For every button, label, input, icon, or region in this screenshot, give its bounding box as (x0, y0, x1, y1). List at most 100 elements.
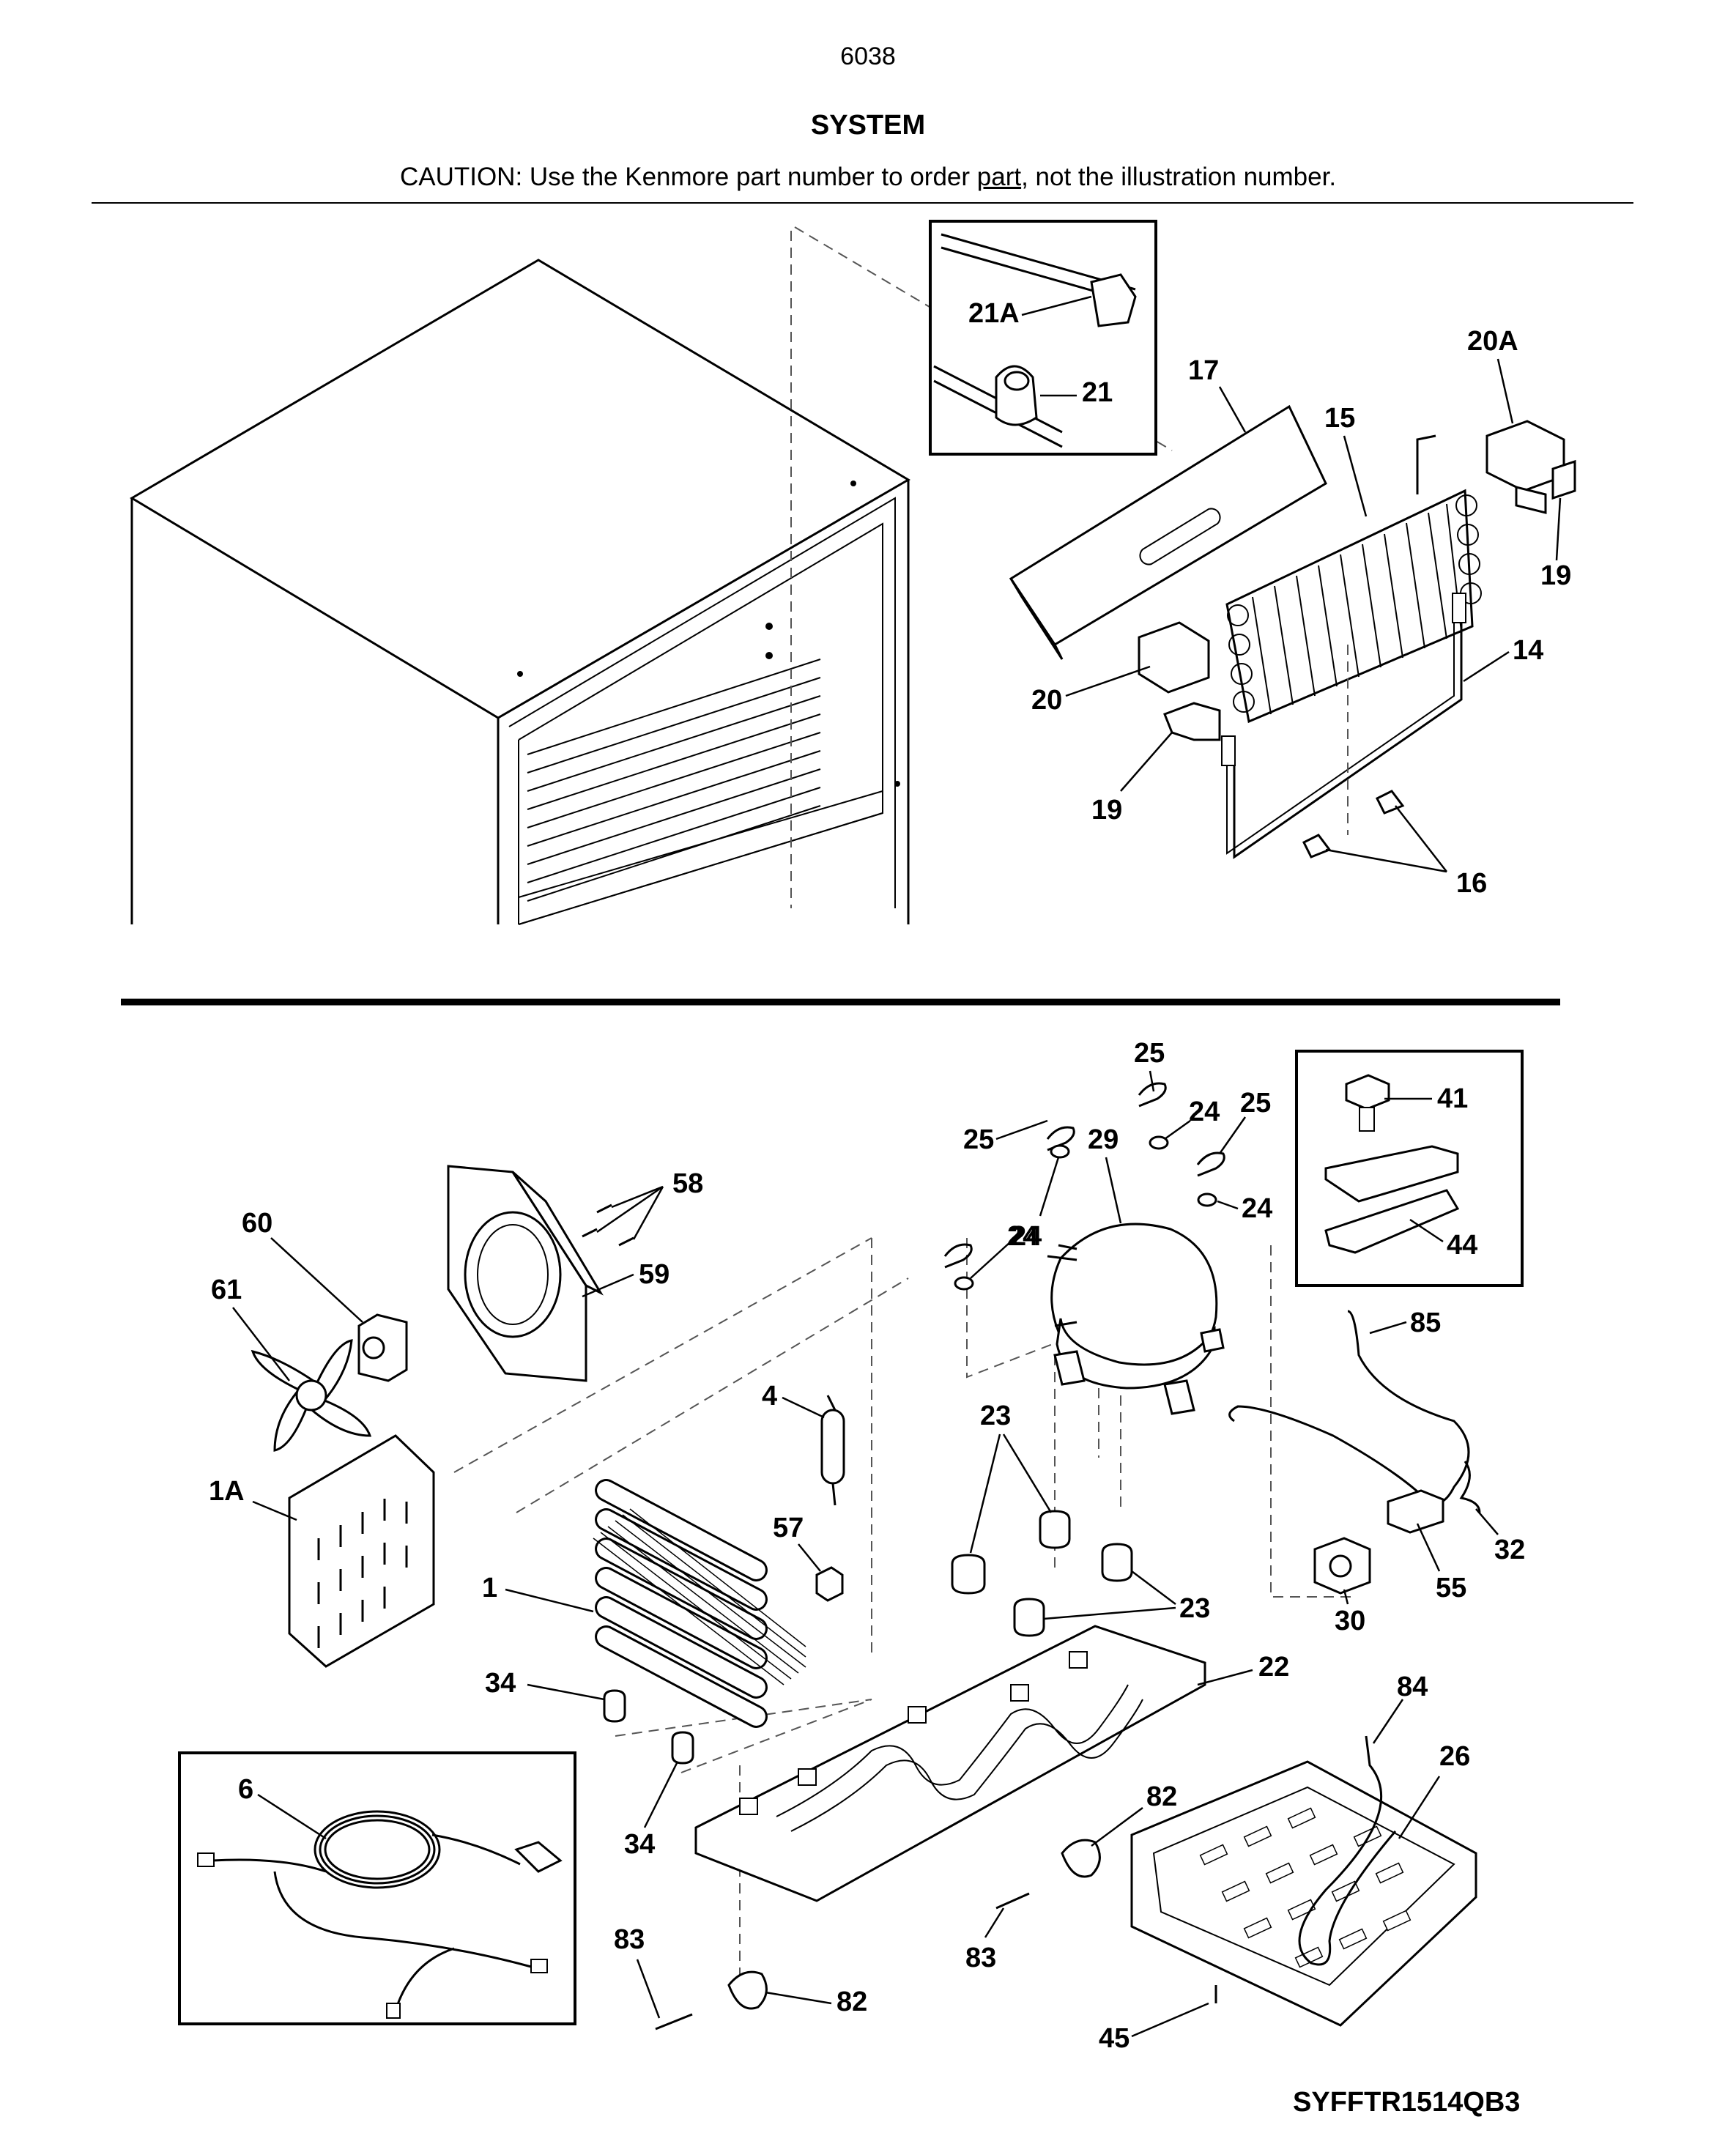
svg-text:30: 30 (1335, 1606, 1365, 1636)
svg-text:57: 57 (773, 1513, 804, 1543)
callout-23-upper: 23 (969, 1401, 1053, 1554)
callout-1A: 1A (209, 1476, 297, 1521)
inset-box-41 (1295, 1050, 1524, 1287)
callout-60: 60 (242, 1208, 363, 1323)
callout-1: 1 (482, 1573, 594, 1613)
evaporator-clip-19-upper (1515, 459, 1576, 514)
callout-55: 55 (1416, 1523, 1466, 1603)
callout-24-right: 24 (1217, 1193, 1272, 1224)
svg-text:25: 25 (1134, 1038, 1165, 1069)
svg-text:19: 19 (1540, 560, 1571, 591)
svg-text:83: 83 (614, 1924, 645, 1955)
svg-text:41: 41 (1437, 1083, 1468, 1114)
fan-blade (251, 1339, 372, 1452)
mounting-clip-57 (815, 1566, 844, 1602)
roller-screws (655, 1892, 1217, 2030)
callout-20: 20 (1031, 665, 1151, 716)
callout-24-mid: 24 (1011, 1157, 1060, 1252)
fan-motor (357, 1313, 408, 1382)
svg-text:84: 84 (1397, 1672, 1428, 1702)
overload-protector (1387, 1489, 1444, 1534)
callout-57: 57 (773, 1513, 821, 1572)
condenser-coil (593, 1479, 806, 1728)
callout-83-right: 83 (965, 1907, 1005, 1973)
callout-85: 85 (1369, 1308, 1441, 1338)
svg-text:44: 44 (1447, 1230, 1477, 1261)
svg-text:23: 23 (1179, 1593, 1210, 1624)
callout-45: 45 (1099, 2002, 1209, 2054)
callout-34-lower: 34 (624, 1761, 679, 1860)
svg-text:45: 45 (1099, 2023, 1129, 2054)
callout-25-left: 25 (963, 1119, 1048, 1155)
inset-box-6 (178, 1751, 576, 2025)
page-number: 6038 (840, 42, 896, 70)
section-title: SYSTEM (810, 110, 926, 141)
svg-text:4: 4 (762, 1381, 777, 1412)
evaporator (1225, 434, 1482, 724)
svg-text:24: 24 (1242, 1193, 1272, 1224)
svg-text:15: 15 (1324, 403, 1355, 434)
svg-text:1: 1 (482, 1573, 497, 1603)
svg-text:34: 34 (624, 1829, 655, 1860)
svg-text:32: 32 (1494, 1535, 1525, 1565)
callout-17: 17 (1188, 355, 1247, 433)
inset-box-21 (929, 220, 1157, 456)
svg-text:16: 16 (1456, 868, 1487, 899)
callout-58: 58 (596, 1168, 703, 1240)
drain-trough (1009, 404, 1327, 660)
callout-44: 44 (1409, 1218, 1477, 1261)
filter-dryer (820, 1395, 845, 1506)
compressor-grommets (951, 1510, 1133, 1637)
svg-text:26: 26 (1439, 1741, 1470, 1772)
svg-text:25: 25 (963, 1124, 994, 1155)
callout-41: 41 (1384, 1083, 1468, 1114)
callout-29: 29 (1088, 1124, 1122, 1224)
heater-clips (1302, 790, 1405, 858)
callout-21: 21 (1040, 377, 1113, 408)
callout-61: 61 (211, 1275, 290, 1381)
caution-note: CAUTION: Use the Kenmore part number to … (0, 163, 1736, 192)
evaporator-end-block-20 (1138, 621, 1210, 694)
svg-text:82: 82 (837, 1987, 867, 2017)
svg-text:14: 14 (1513, 635, 1543, 666)
callout-34-left: 34 (485, 1668, 605, 1701)
shroud-screws (582, 1203, 634, 1247)
svg-text:29: 29 (1088, 1124, 1119, 1155)
callout-14: 14 (1463, 635, 1543, 683)
fan-shroud (447, 1165, 604, 1382)
svg-text:24: 24 (1007, 1221, 1038, 1252)
evaporator-clip-19-lower (1163, 702, 1221, 741)
svg-text:25: 25 (1240, 1088, 1271, 1119)
defrost-heater (1221, 593, 1466, 859)
compressor-washers (954, 1135, 1217, 1291)
diagram-code: SYFFTR1514QB3 (1293, 2087, 1520, 2118)
condenser-cover (288, 1434, 435, 1668)
callout-30: 30 (1335, 1589, 1365, 1636)
svg-text:59: 59 (639, 1259, 669, 1290)
svg-text:21A: 21A (968, 298, 1020, 329)
refrigerator-cabinet (130, 259, 910, 925)
compressor-base-plate (694, 1625, 1206, 1902)
callout-20A: 20A (1467, 326, 1518, 424)
defrost-drain-pan (1130, 1760, 1477, 2027)
callout-23-lower: 23 (1043, 1570, 1210, 1624)
svg-text:83: 83 (965, 1943, 996, 1973)
svg-text:6: 6 (238, 1774, 253, 1805)
callout-4: 4 (762, 1381, 825, 1419)
svg-text:21: 21 (1082, 377, 1113, 408)
svg-text:34: 34 (485, 1668, 516, 1699)
callout-26: 26 (1398, 1741, 1470, 1839)
callout-32: 32 (1475, 1508, 1525, 1565)
callout-83-left: 83 (614, 1924, 661, 2019)
caution-text-before: CAUTION: Use the Kenmore part number to … (399, 163, 977, 191)
callout-24-left: 24 (970, 1221, 1038, 1279)
svg-text:19: 19 (1091, 795, 1122, 826)
callout-21A: 21A (968, 295, 1092, 329)
compressor (1047, 1223, 1225, 1415)
svg-text:61: 61 (211, 1275, 242, 1305)
callout-19-lower: 19 (1091, 732, 1173, 826)
callout-19-upper: 19 (1540, 497, 1571, 591)
callout-25-top: 25 (1134, 1038, 1165, 1092)
drain-pan-tube (1298, 1735, 1397, 1966)
callout-15: 15 (1324, 403, 1368, 517)
